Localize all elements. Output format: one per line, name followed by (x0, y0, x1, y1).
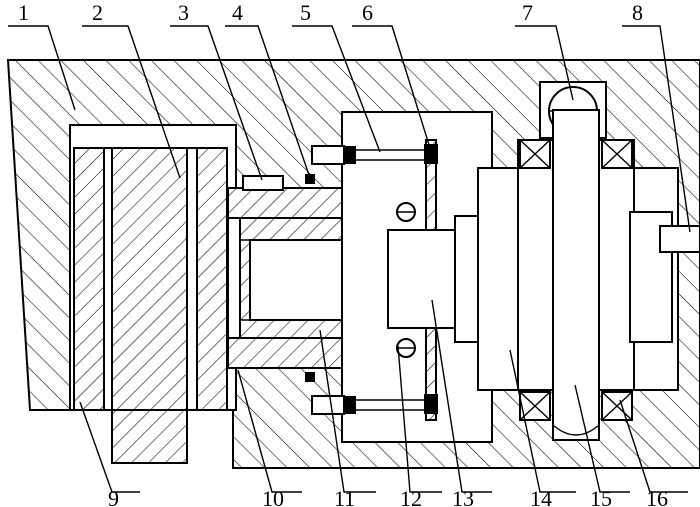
part-labels: 1 2 3 4 5 6 7 8 9 10 11 12 13 14 15 16 (18, 0, 668, 507)
leader-lines (8, 25, 691, 493)
part-label-2: 2 (92, 0, 103, 25)
bolt-chamber (311, 111, 493, 443)
part-label-8: 8 (632, 0, 643, 25)
part-label-16: 16 (646, 486, 668, 507)
part-label-13: 13 (452, 486, 474, 507)
part-label-6: 6 (362, 0, 373, 25)
part-label-14: 14 (530, 486, 552, 507)
part-label-7: 7 (522, 0, 533, 25)
roller-assembly (477, 81, 700, 441)
part-label-5: 5 (300, 0, 311, 25)
part-label-4: 4 (232, 0, 243, 25)
part-label-12: 12 (400, 486, 422, 507)
bearing-crosses (519, 139, 633, 421)
part-label-3: 3 (178, 0, 189, 25)
part-label-1: 1 (18, 0, 29, 25)
part-label-15: 15 (590, 486, 612, 507)
left-cavity (69, 124, 237, 464)
part-label-10: 10 (262, 486, 284, 507)
part-label-11: 11 (334, 486, 355, 507)
part-label-9: 9 (108, 486, 119, 507)
